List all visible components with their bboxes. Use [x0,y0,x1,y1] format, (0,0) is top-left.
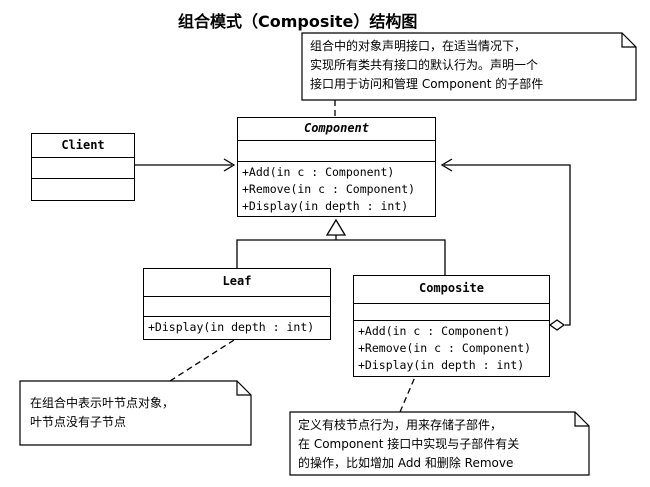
component-op-remove: +Remove(in c : Component) [242,182,416,196]
leaf-op-display: +Display(in depth : int) [148,320,315,334]
note-component-line-1: 组合中的对象声明接口，在适当情况下， [310,39,527,53]
note-leaf-outline [19,380,252,446]
component-op-add: +Add(in c : Component) [242,165,395,179]
component-op-display: +Display(in depth : int) [242,199,409,213]
generalization-triangle [325,218,347,236]
note-composite-connector [399,376,416,413]
leaf-class-name: Leaf [222,274,252,288]
note-component-line-2: 实现所有类共有接口的默认行为。声明一个 [310,58,539,72]
note-leaf: 在组合中表示叶节点对象， 叶节点没有子节点 [30,394,174,432]
aggregation-line [444,164,571,326]
component-class: Component +Add(in c : Component) +Remove… [237,117,436,217]
aggregation-diamond [548,319,566,331]
leaf-class: Leaf +Display(in depth : int) [143,268,331,340]
client-class: Client [31,133,135,201]
client-class-name: Client [61,138,105,152]
note-leaf-line-1: 在组合中表示叶节点对象， [30,396,175,410]
composite-class-name: Composite [418,281,485,295]
note-component: 组合中的对象声明接口，在适当情况下， 实现所有类共有接口的默认行为。声明一个 接… [310,37,543,94]
generalization-branches [236,239,446,275]
composite-op-add: +Add(in c : Component) [358,324,511,338]
diagram-title: 组合模式（Composite）结构图 [178,12,418,31]
component-class-name: Component [303,121,370,135]
composite-op-remove: +Remove(in c : Component) [358,341,532,355]
note-composite: 定义有枝节点行为，用来存储子部件， 在 Component 接口中实现与子部件有… [298,416,519,473]
aggregation-arrowhead [440,158,453,172]
association-arrowhead [223,158,236,172]
composite-op-display: +Display(in depth : int) [358,358,525,372]
note-composite-outline [289,411,590,476]
note-composite-line-3: 的操作，比如增加 Add 和删除 Remove [298,456,514,470]
note-leaf-connector [169,332,246,382]
note-component-line-3: 接口用于访问和管理 Component 的子部件 [310,77,544,91]
note-component-outline [301,32,637,101]
note-composite-line-2: 在 Component 接口中实现与子部件有关 [298,437,520,451]
note-composite-line-1: 定义有枝节点行为，用来存储子部件， [298,418,503,432]
composite-class: Composite +Add(in c : Component) +Remove… [353,275,550,377]
note-leaf-line-2: 叶节点没有子节点 [30,415,127,429]
